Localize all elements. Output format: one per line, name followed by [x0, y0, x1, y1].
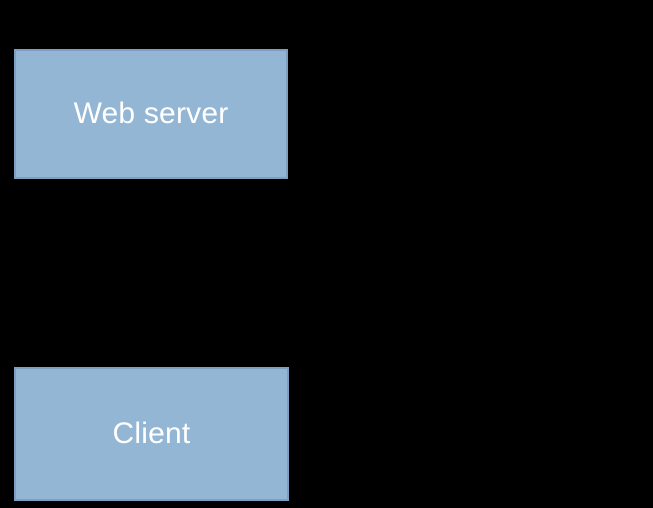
- node-web-server[interactable]: Web server: [14, 49, 288, 179]
- node-client[interactable]: Client: [14, 367, 289, 501]
- node-client-label: Client: [112, 417, 191, 450]
- node-web-server-label: Web server: [73, 97, 229, 130]
